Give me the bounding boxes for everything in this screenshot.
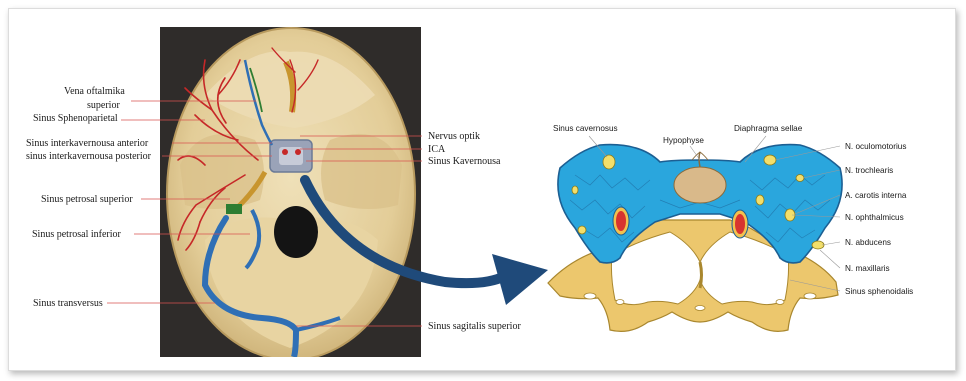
- label-vena-oftalmika-1: Vena oftalmika: [64, 86, 125, 97]
- label-sinus-cavernosus: Sinus cavernosus: [553, 124, 618, 133]
- label-sinus-interkav-posterior: sinus interkavernousa posterior: [26, 151, 152, 162]
- label-sinus-kavernousa: Sinus Kavernousa: [428, 156, 501, 167]
- label-hypophyse: Hypophyse: [663, 136, 704, 145]
- petrosal-green-marker: [226, 204, 242, 214]
- label-n-trochlearis: N. trochlearis: [845, 166, 893, 175]
- label-sinus-transversus: Sinus transversus: [33, 298, 103, 309]
- label-sinus-petrosal-superior: Sinus petrosal superior: [41, 194, 133, 205]
- label-n-abducens: N. abducens: [845, 238, 891, 247]
- label-sinus-petrosal-inferior: Sinus petrosal inferior: [32, 229, 122, 240]
- label-sinus-sphenoparietal: Sinus Sphenoparietal: [33, 113, 118, 124]
- label-sinus-sagitalis-superior: Sinus sagitalis superior: [428, 321, 521, 332]
- label-n-oculomotorius: N. oculomotorius: [845, 142, 906, 151]
- cavernous-sinus-diagram: Sinus cavernosus Hypophyse Diaphragma se…: [548, 124, 913, 331]
- ica-marker-right: [295, 149, 301, 155]
- sinus-sagittal-path: [294, 330, 296, 357]
- label-nervus-optik: Nervus optik: [428, 131, 480, 142]
- label-n-maxillaris: N. maxillaris: [845, 264, 890, 273]
- label-sinus-sphenoidalis: Sinus sphenoidalis: [845, 287, 913, 296]
- label-sinus-interkav-anterior: Sinus interkavernousa anterior: [26, 138, 149, 149]
- label-vena-oftalmika-2: superior: [87, 100, 120, 111]
- label-n-ophthalmicus: N. ophthalmicus: [845, 213, 904, 222]
- label-diaphragma-sellae: Diaphragma sellae: [734, 124, 803, 133]
- photo-left-labels: Vena oftalmika superior Sinus Sphenopari…: [26, 86, 152, 309]
- ica-marker-left: [282, 149, 288, 155]
- label-a-carotis-interna: A. carotis interna: [845, 191, 907, 200]
- label-ica: ICA: [428, 144, 446, 155]
- hypophyse-body: [674, 167, 726, 203]
- sphenoid-septum: [700, 262, 702, 288]
- skull-base-photo: Vena oftalmika superior Sinus Sphenopari…: [26, 27, 521, 360]
- foramen-magnum: [274, 206, 318, 258]
